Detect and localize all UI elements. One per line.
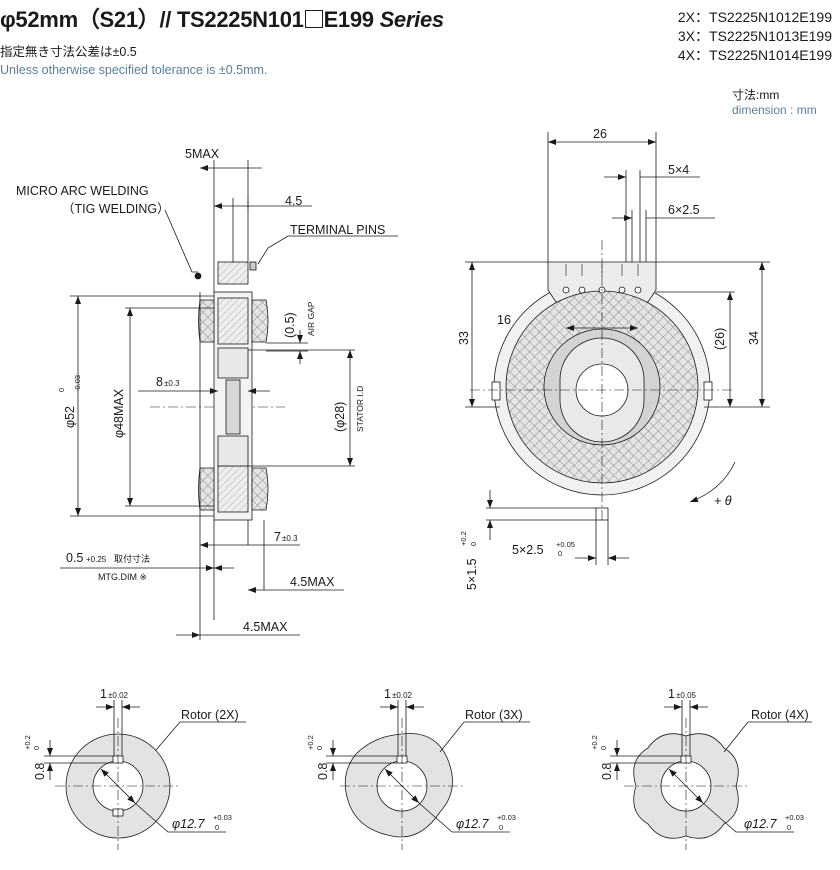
terminal-pins-label: TERMINAL PINS — [290, 223, 385, 237]
front-view — [465, 132, 770, 565]
units-note: 寸法:mm dimension : mm — [732, 88, 817, 118]
dim-phi52: φ52 — [63, 406, 77, 428]
side-view — [60, 160, 398, 640]
rotor-3x-bore-hi: +0.03 — [497, 813, 516, 822]
dim-slot-width-lo: 0 — [558, 549, 562, 558]
rotor-4x-bore-lo: 0 — [787, 823, 791, 832]
rotor-2x-depth: 0.8 — [33, 763, 47, 780]
rotor-2x-bore-hi: +0.03 — [213, 813, 232, 822]
rotor-4x-depth-hi: +0.2 — [590, 735, 599, 750]
mtg-value: 0.5 — [66, 551, 83, 565]
dim-slot-depth-lo: 0 — [469, 542, 478, 546]
rotor-4x-slot-tol: ±0.05 — [676, 691, 697, 700]
dim-5x4: 5×4 — [668, 163, 689, 177]
tolerance-note-jp: 指定無き寸法公差は±0.5 — [0, 45, 137, 59]
dim-16: 16 — [497, 313, 511, 327]
rotor-3x-depth: 0.8 — [316, 763, 330, 780]
units-en: dimension : mm — [732, 103, 817, 117]
front-view-labels: 26 5×4 6×2.5 33 16 (26) 34 + θ 5×2.5 +0.… — [457, 127, 761, 590]
dim-34: 34 — [747, 331, 761, 345]
dim-slot-depth: 5×1.5 — [465, 558, 479, 590]
dim-5max: 5MAX — [185, 147, 220, 161]
rotor-4x-label: Rotor (4X) — [751, 708, 809, 722]
dim-phi52-tol-low: -0.03 — [73, 375, 82, 392]
rotor-4x — [610, 700, 812, 850]
variant-list: 2X：TS2225N1012E199 3X：TS2225N1013E199 4X… — [678, 8, 832, 65]
rotor-3x-slot-tol: ±0.02 — [392, 691, 413, 700]
rotor-2x-bore: φ12.7 — [172, 817, 206, 831]
dim-phi28: (φ28) — [333, 402, 347, 432]
rotor-3x-slot: 1 — [384, 687, 391, 701]
mtg-tol: +0.25 — [86, 555, 107, 564]
dim-33: 33 — [457, 331, 471, 345]
page-title: φ52mm（S21）// TS2225N101 E199 Series — [0, 2, 444, 34]
rotor-2x-label: Rotor (2X) — [181, 708, 239, 722]
dim-slot-depth-hi: +0.2 — [459, 531, 468, 546]
dim-8-tol: ±0.3 — [164, 379, 180, 388]
dim-4-5max-b: 4.5MAX — [243, 620, 288, 634]
rotor-3x-bore: φ12.7 — [456, 817, 490, 831]
dim-7: 7 — [274, 530, 281, 544]
rotor-2x-slot: 1 — [100, 687, 107, 701]
mtg-label: MTG.DIM ※ — [98, 572, 147, 582]
rotor-3x — [326, 700, 530, 850]
rotor-2x — [44, 700, 246, 850]
rotor-4x-slot: 1 — [668, 687, 675, 701]
rotor-4x-bore-hi: +0.03 — [785, 813, 804, 822]
rotor-3x-depth-lo: 0 — [315, 746, 324, 750]
dim-26-ref: (26) — [713, 328, 727, 350]
title-series: Series — [379, 7, 445, 32]
rotor-3x-label: Rotor (3X) — [465, 708, 523, 722]
rotor-2x-depth-hi: +0.2 — [23, 735, 32, 750]
rotor-3x-depth-hi: +0.2 — [306, 735, 315, 750]
rotor-4x-depth: 0.8 — [600, 763, 614, 780]
dim-phi48: φ48MAX — [112, 388, 126, 438]
rotor-4x-depth-lo: 0 — [599, 746, 608, 750]
dim-26: 26 — [593, 127, 607, 141]
rotor-2x-slot-tol: ±0.02 — [108, 691, 129, 700]
rotor-2x-bore-lo: 0 — [215, 823, 219, 832]
title-tail: E199 — [323, 7, 374, 32]
variant-3x: 3X：TS2225N1013E199 — [677, 28, 832, 44]
dim-7-tol: ±0.3 — [282, 534, 298, 543]
dim-4-5: 4.5 — [285, 194, 302, 208]
rotation-theta: + θ — [714, 494, 732, 508]
dim-slot-width: 5×2.5 — [512, 543, 544, 557]
units-jp: 寸法:mm — [732, 88, 780, 102]
dim-slot-width-hi: +0.05 — [556, 540, 575, 549]
dim-6x2-5: 6×2.5 — [668, 203, 700, 217]
rotor-4x-bore: φ12.7 — [744, 817, 778, 831]
rotor-labels: 1 ±0.02 Rotor (2X) 0.8 +0.2 0 φ12.7 +0.0… — [23, 687, 809, 832]
rotor-2x-depth-lo: 0 — [32, 746, 41, 750]
variant-2x: 2X：TS2225N1012E199 — [677, 9, 832, 25]
dim-phi52-tol: 0 — [57, 388, 66, 392]
side-view-labels: 5MAX MICRO ARC WELDING （TIG WELDING） 4.5… — [16, 147, 385, 634]
title-placeholder-box — [304, 10, 323, 28]
tolerance-note-en: Unless otherwise specified tolerance is … — [0, 63, 268, 77]
stator-id-label: STATOR I.D — [355, 386, 365, 432]
welding-label-1: MICRO ARC WELDING — [16, 184, 149, 198]
variant-4x: 4X：TS2225N1014E199 — [677, 47, 832, 63]
air-gap-value: (0.5) — [283, 312, 297, 338]
rotor-3x-bore-lo: 0 — [499, 823, 503, 832]
dim-4-5max-a: 4.5MAX — [290, 575, 335, 589]
title-main: φ52mm（S21）// TS2225N101 — [0, 7, 304, 32]
welding-label-2: （TIG WELDING） — [62, 202, 170, 216]
mtg-jp: 取付寸法 — [114, 553, 150, 564]
air-gap-label: AIR GAP — [306, 301, 316, 336]
dim-8: 8 — [156, 375, 163, 389]
